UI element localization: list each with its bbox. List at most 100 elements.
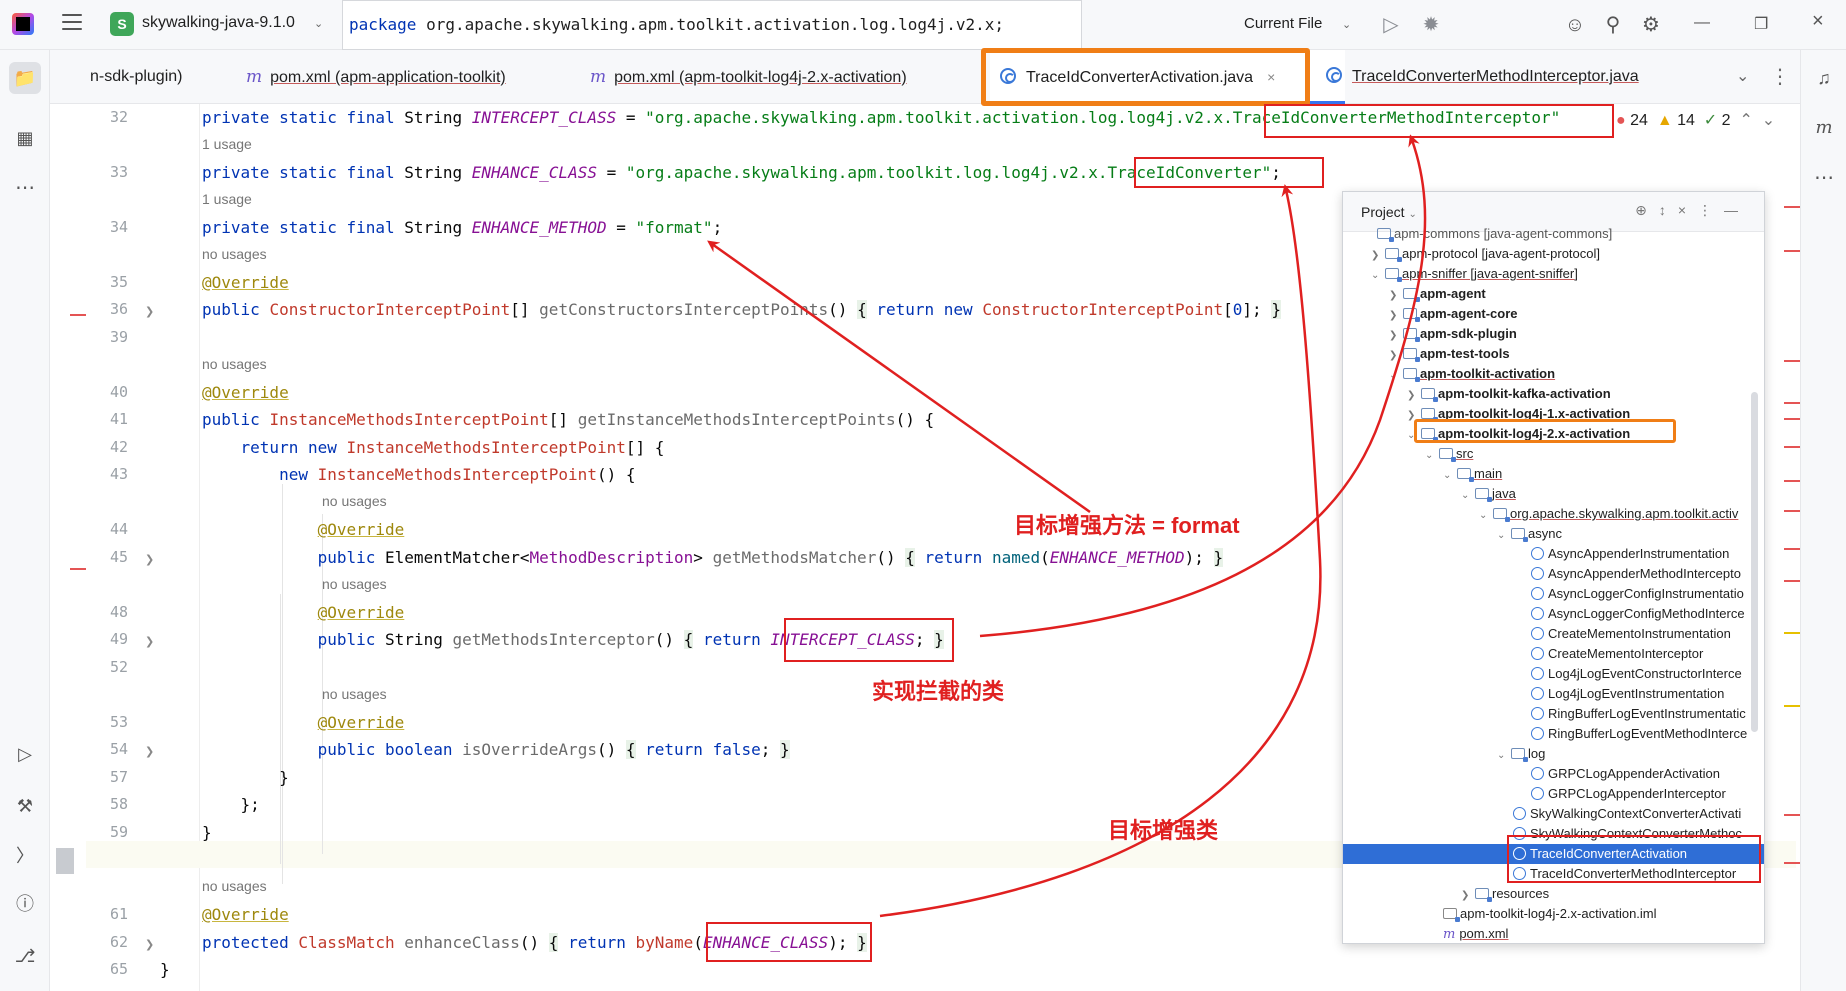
- maven-icon[interactable]: m: [1815, 117, 1833, 138]
- fold-chevron-icon[interactable]: ❯: [145, 306, 155, 318]
- tree-item[interactable]: apm-commons [java-agent-commons]: [1343, 224, 1764, 244]
- chevron-down-icon[interactable]: ⌄: [1408, 209, 1417, 220]
- chevron-up-icon[interactable]: ⌃: [1739, 112, 1753, 129]
- tree-item[interactable]: ❯apm-test-tools: [1343, 344, 1764, 364]
- project-folder-icon[interactable]: 📁: [9, 62, 41, 94]
- run-tool-icon[interactable]: ▷: [18, 744, 32, 764]
- tree-item[interactable]: ❯apm-sdk-plugin: [1343, 324, 1764, 344]
- chevron-down-icon[interactable]: ⌄: [1497, 530, 1506, 541]
- tree-item[interactable]: ⌄async: [1343, 524, 1764, 544]
- usage-hint[interactable]: no usages: [202, 878, 267, 894]
- chevron-down-icon[interactable]: ⌄: [1761, 112, 1776, 129]
- git-icon[interactable]: ⎇: [14, 946, 36, 966]
- chevron-right-icon[interactable]: ❯: [1407, 390, 1416, 401]
- settings-gear-icon[interactable]: ⚙: [1642, 14, 1660, 36]
- fold-chevron-icon[interactable]: ❯: [145, 554, 155, 566]
- notifications-bell-icon[interactable]: ♫: [1817, 68, 1831, 88]
- project-panel-title[interactable]: Project ⌄: [1361, 204, 1417, 220]
- tab-traceid-converter-interceptor[interactable]: TraceIdConverterMethodInterceptor.java: [1326, 50, 1639, 104]
- chevron-down-icon[interactable]: ⌄: [314, 18, 324, 30]
- inspection-widget[interactable]: ● 24 ▲ 14 ✓ 2 ⌃ ⌄: [1616, 110, 1775, 130]
- tree-item[interactable]: AsyncLoggerConfigMethodInterce: [1343, 604, 1764, 624]
- tree-item[interactable]: GRPCLogAppenderInterceptor: [1343, 784, 1764, 804]
- more-vertical-icon[interactable]: ⋮: [1770, 66, 1790, 88]
- usage-hint[interactable]: no usages: [322, 493, 387, 509]
- project-badge[interactable]: S: [110, 12, 134, 36]
- tree-item[interactable]: SkyWalkingContextConverterMethoc: [1343, 824, 1764, 844]
- tab-traceid-converter-activation[interactable]: TraceIdConverterActivation.java×: [990, 50, 1345, 104]
- build-hammer-icon[interactable]: ⚒: [16, 796, 34, 816]
- tree-item[interactable]: ⌄log: [1343, 744, 1764, 764]
- tree-item[interactable]: SkyWalkingContextConverterActivati: [1343, 804, 1764, 824]
- intellij-logo-icon[interactable]: [12, 13, 34, 35]
- fold-chevron-icon[interactable]: ❯: [145, 746, 155, 758]
- project-name[interactable]: skywalking-java-9.1.0: [142, 14, 295, 31]
- chevron-down-icon[interactable]: ⌄: [1461, 490, 1470, 501]
- tree-item[interactable]: ❯apm-toolkit-log4j-1.x-activation: [1343, 404, 1764, 424]
- chevron-down-icon[interactable]: ⌄: [1342, 19, 1352, 31]
- tree-item-traceid-interceptor[interactable]: TraceIdConverterMethodInterceptor: [1343, 864, 1764, 884]
- tree-item-log4j-2x[interactable]: ⌄apm-toolkit-log4j-2.x-activation: [1343, 424, 1764, 444]
- chevron-down-icon[interactable]: ⌄: [1389, 370, 1398, 381]
- tree-item[interactable]: Log4jLogEventConstructorInterce: [1343, 664, 1764, 684]
- chevron-down-icon[interactable]: ⌄: [1371, 270, 1380, 281]
- tree-item[interactable]: AsyncAppenderMethodIntercepto: [1343, 564, 1764, 584]
- run-icon[interactable]: ▷: [1383, 14, 1399, 36]
- tree-item[interactable]: ❯apm-protocol [java-agent-protocol]: [1343, 244, 1764, 264]
- chevron-right-icon[interactable]: ❯: [1407, 410, 1416, 421]
- more-tools-icon[interactable]: ⋯: [15, 177, 35, 199]
- close-icon[interactable]: ×: [1812, 10, 1824, 32]
- tree-item[interactable]: Log4jLogEventInstrumentation: [1343, 684, 1764, 704]
- minimize-icon[interactable]: —: [1694, 14, 1710, 31]
- usage-hint[interactable]: 1 usage: [202, 191, 252, 207]
- chevron-right-icon[interactable]: ❯: [1389, 290, 1398, 301]
- chevron-right-icon[interactable]: ❯: [1389, 310, 1398, 321]
- main-menu-icon[interactable]: [62, 14, 82, 32]
- usage-hint[interactable]: no usages: [202, 356, 267, 372]
- tree-item[interactable]: ⌄main: [1343, 464, 1764, 484]
- chevron-down-icon[interactable]: ⌄: [1497, 750, 1506, 761]
- chevron-down-icon[interactable]: ⌄: [1736, 68, 1750, 85]
- tree-item[interactable]: ❯apm-agent-core: [1343, 304, 1764, 324]
- chevron-right-icon[interactable]: ❯: [1389, 330, 1398, 341]
- run-config-selector[interactable]: Current File: [1244, 15, 1323, 32]
- close-icon[interactable]: ×: [1267, 69, 1276, 85]
- add-user-icon[interactable]: ☺: [1564, 14, 1586, 36]
- tree-item[interactable]: ❯resources: [1343, 884, 1764, 904]
- chevron-right-icon[interactable]: ❯: [1389, 350, 1398, 361]
- tree-item[interactable]: AsyncAppenderInstrumentation: [1343, 544, 1764, 564]
- debug-icon[interactable]: ✹: [1422, 14, 1440, 36]
- project-scrollbar[interactable]: [1751, 392, 1758, 732]
- chevron-down-icon[interactable]: ⌄: [1443, 470, 1452, 481]
- tree-item[interactable]: ⌄java: [1343, 484, 1764, 504]
- chevron-down-icon[interactable]: ⌄: [1407, 430, 1416, 441]
- tree-item[interactable]: RingBufferLogEventInstrumentatic: [1343, 704, 1764, 724]
- chevron-right-icon[interactable]: ❯: [1371, 250, 1380, 261]
- search-icon[interactable]: ⚲: [1605, 14, 1621, 36]
- usage-hint[interactable]: no usages: [322, 686, 387, 702]
- usage-hint[interactable]: no usages: [202, 246, 267, 262]
- tree-item[interactable]: apm-toolkit-log4j-2.x-activation.iml: [1343, 904, 1764, 924]
- restore-icon[interactable]: ❐: [1754, 16, 1769, 33]
- fold-chevron-icon[interactable]: ❯: [145, 636, 155, 648]
- tree-item-traceid-activation-selected[interactable]: TraceIdConverterActivation: [1343, 844, 1764, 864]
- terminal-icon[interactable]: 〉: [16, 846, 34, 866]
- chevron-down-icon[interactable]: ⌄: [1425, 450, 1434, 461]
- tree-item[interactable]: ❯apm-toolkit-kafka-activation: [1343, 384, 1764, 404]
- tree-item[interactable]: RingBufferLogEventMethodInterce: [1343, 724, 1764, 744]
- tab-sdk-plugin[interactable]: n-sdk-plugin): [90, 50, 182, 104]
- problems-icon[interactable]: ⓘ: [16, 894, 34, 914]
- project-panel-tools[interactable]: ⊕↕×⋮—: [1635, 202, 1750, 218]
- tree-item[interactable]: ❯apm-agent: [1343, 284, 1764, 304]
- usage-hint[interactable]: no usages: [322, 576, 387, 592]
- tree-item[interactable]: ⌄src: [1343, 444, 1764, 464]
- tree-item[interactable]: ⌄org.apache.skywalking.apm.toolkit.activ: [1343, 504, 1764, 524]
- tree-item[interactable]: ⌄apm-sniffer [java-agent-sniffer]: [1343, 264, 1764, 284]
- tree-item[interactable]: CreateMementoInstrumentation: [1343, 624, 1764, 644]
- chevron-right-icon[interactable]: ❯: [1461, 890, 1470, 901]
- structure-icon[interactable]: ▦: [16, 128, 34, 148]
- tree-item[interactable]: GRPCLogAppenderActivation: [1343, 764, 1764, 784]
- usage-hint[interactable]: 1 usage: [202, 136, 252, 152]
